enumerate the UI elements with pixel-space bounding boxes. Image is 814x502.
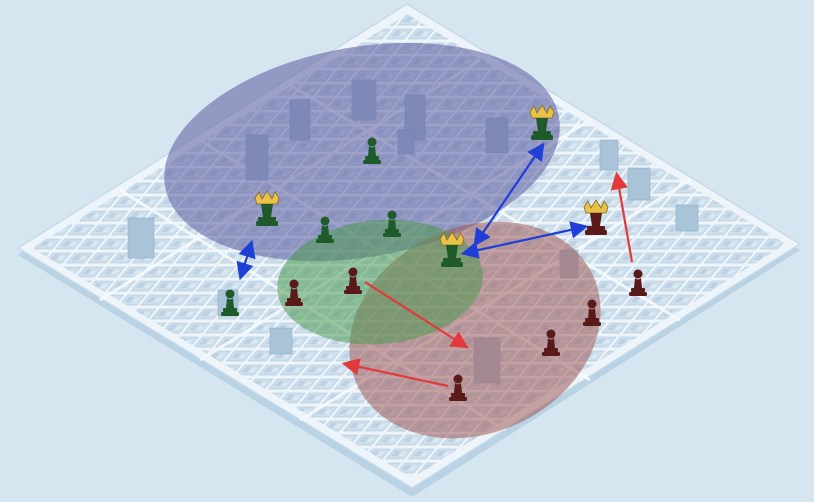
arrows xyxy=(236,142,634,388)
blue-arrow-3 xyxy=(460,221,589,259)
red-arrow-1 xyxy=(364,281,469,349)
blue-arrow-1 xyxy=(236,239,256,281)
red-arrow-2 xyxy=(341,358,449,388)
red-arrow-3 xyxy=(610,171,634,263)
green-zone xyxy=(277,219,483,345)
